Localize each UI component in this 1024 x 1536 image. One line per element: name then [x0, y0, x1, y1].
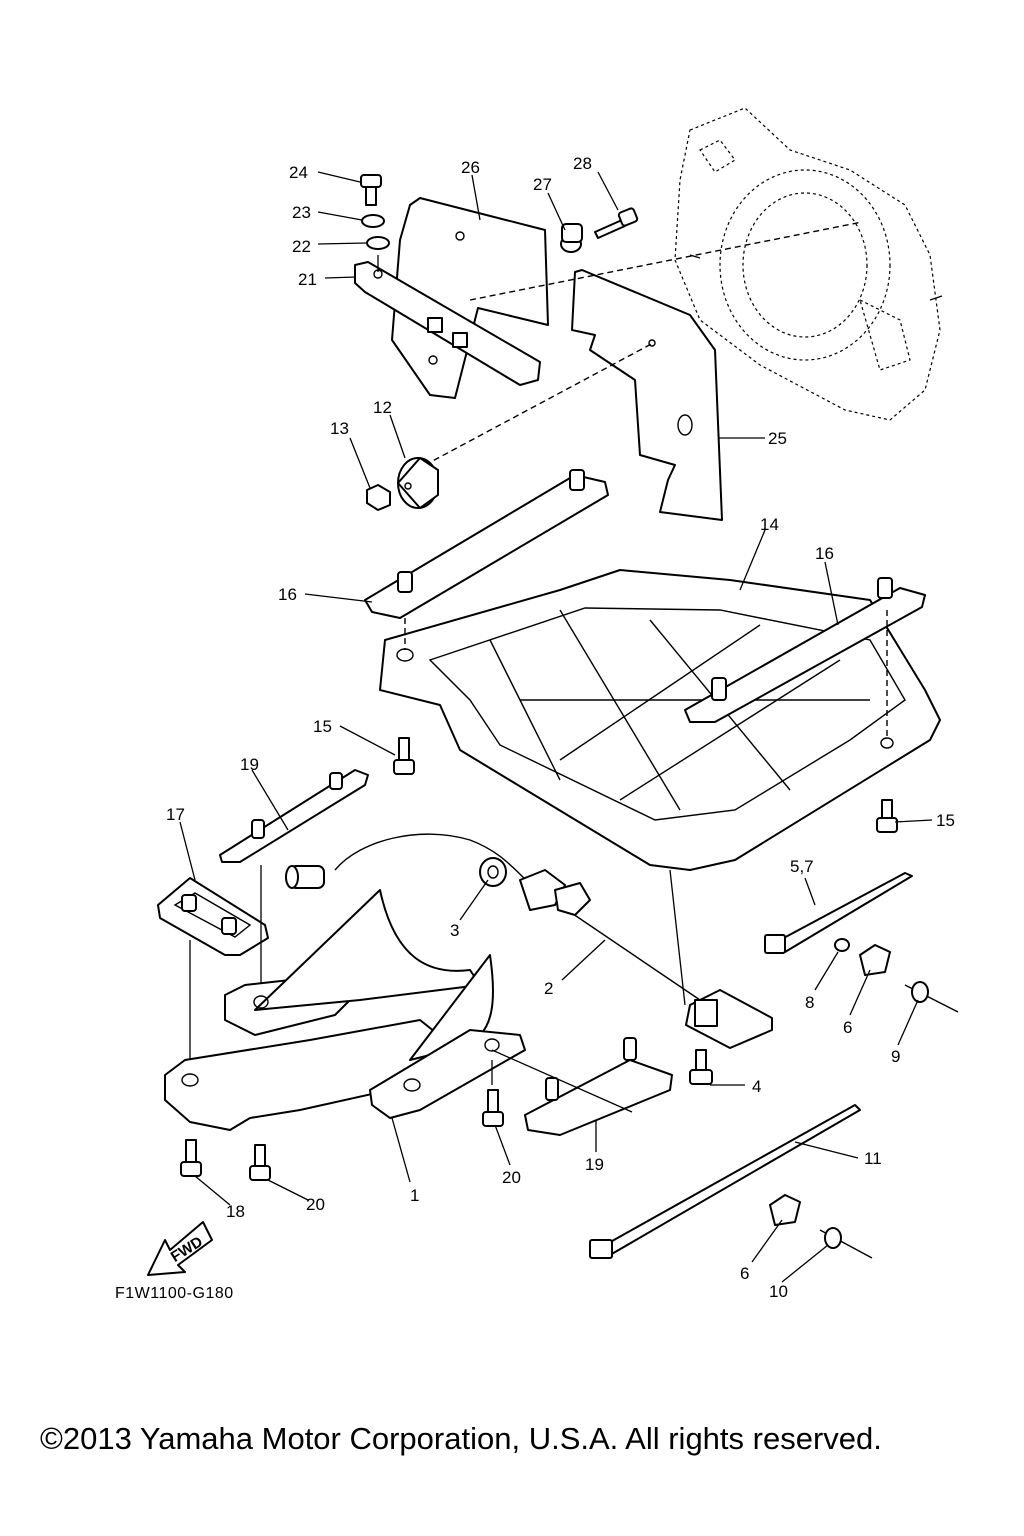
clip-6-upper: [859, 944, 891, 976]
axis-line-25: [424, 341, 656, 466]
rail-19-right: [524, 1037, 673, 1136]
callout-14: 14: [760, 515, 779, 534]
tie-wrap-5-7: [764, 872, 913, 954]
callout-20-left: 20: [306, 1195, 325, 1214]
rail-16-right: [684, 577, 926, 723]
drawing-code: F1W1100-G180: [115, 1285, 234, 1302]
leader-lines: [179, 171, 933, 1283]
bracket-plate-25: [571, 269, 723, 521]
bolt-24: [360, 174, 382, 206]
cable-bracket: [685, 989, 773, 1049]
callout-16-left: 16: [278, 585, 297, 604]
callout-25: 25: [768, 429, 787, 448]
callout-12: 12: [373, 398, 392, 417]
washer-23: [361, 214, 385, 228]
callout-6-lower: 6: [740, 1264, 749, 1283]
bolt-18: [180, 1139, 202, 1177]
mount-base-1: [164, 889, 526, 1131]
damper-17: [157, 877, 269, 956]
bolt-4: [689, 1049, 713, 1085]
bolt-20-right: [482, 1089, 504, 1127]
callout-15-right: 15: [936, 811, 955, 830]
rail-19-left: [219, 769, 369, 863]
callout-10: 10: [769, 1282, 788, 1301]
bolt-28: [594, 207, 639, 239]
callout-27: 27: [533, 175, 552, 194]
bolt-15-left: [393, 737, 415, 775]
washer-22: [366, 236, 390, 250]
callout-19-right: 19: [585, 1155, 604, 1174]
callout-4: 4: [752, 1077, 761, 1096]
cable-2: [285, 833, 706, 1021]
callout-2: 2: [544, 979, 553, 998]
grommet-3: [479, 857, 507, 887]
callout-22: 22: [292, 237, 311, 256]
callout-24: 24: [289, 163, 308, 182]
pump-housing-outline: [674, 107, 943, 421]
callout-18: 18: [226, 1202, 245, 1221]
callout-23: 23: [292, 203, 311, 222]
callout-13: 13: [330, 419, 349, 438]
rail-16-left: [364, 469, 609, 619]
callout-20-right: 20: [502, 1168, 521, 1187]
bolt-20-left: [249, 1144, 271, 1181]
callout-11: 11: [864, 1149, 882, 1168]
callout-5-7: 5,7: [790, 857, 814, 876]
callout-19-left: 19: [240, 755, 259, 774]
callout-9: 9: [891, 1047, 900, 1066]
washer-8: [834, 938, 850, 952]
nut-13: [366, 484, 391, 511]
callout-6-upper: 6: [843, 1018, 852, 1037]
callout-26: 26: [461, 158, 480, 177]
callout-17: 17: [166, 805, 185, 824]
pin-10: [819, 1227, 873, 1259]
copyright-notice: ©2013 Yamaha Motor Corporation, U.S.A. A…: [40, 1421, 882, 1456]
axis-line-26: [469, 221, 863, 301]
callout-21: 21: [298, 270, 317, 289]
pin-9: [904, 981, 959, 1013]
callout-28: 28: [573, 154, 592, 173]
callout-labels: 24 26 28 27 23 22 21 12 13 25 14 16 16 1…: [166, 154, 955, 1301]
callout-1: 1: [410, 1186, 419, 1205]
damper-12: [397, 457, 439, 509]
callout-3: 3: [450, 921, 459, 940]
callout-8: 8: [805, 993, 814, 1012]
callout-16-right: 16: [815, 544, 834, 563]
bracket-arm-21: [354, 261, 541, 386]
callout-15-left: 15: [313, 717, 332, 736]
collar-27: [560, 223, 583, 253]
bolt-15-right: [876, 799, 898, 833]
tie-wrap-11: [589, 1104, 861, 1259]
clip-6-lower: [769, 1194, 801, 1226]
fwd-arrow: FWD: [147, 1221, 213, 1276]
